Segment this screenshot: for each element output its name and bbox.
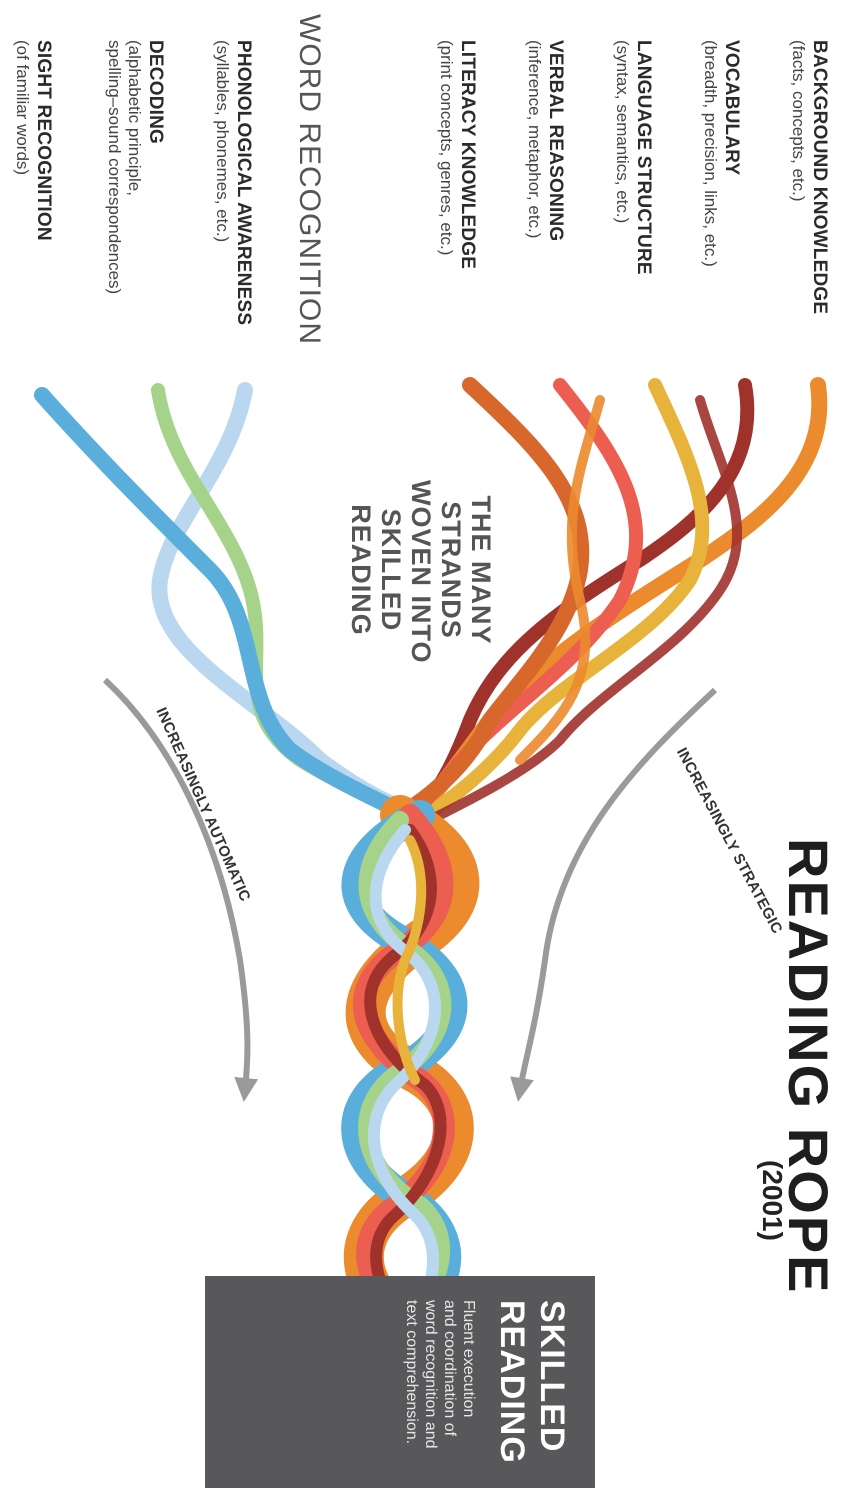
phonological-awareness-detail: (syllables, phonemes, etc.) [212,40,232,325]
decoding-title: DECODING [144,40,166,294]
background-knowledge-detail: (facts, concepts, etc.) [788,40,808,314]
strands-caption-line: STRANDS [436,480,466,660]
vocabulary-title: VOCABULARY [720,40,742,267]
phonological-awareness-title: PHONOLOGICAL AWARENESS [232,40,254,325]
strands-caption: THE MANY STRANDS WOVEN INTO SKILLED READ… [346,480,496,660]
label-sight-recognition: SIGHT RECOGNITION (of familiar words) [12,40,54,241]
strands-caption-line: READING [346,480,376,660]
label-vocabulary: VOCABULARY (breadth, precision, links, e… [700,40,742,267]
word-recognition-heading: WORD RECOGNITION [292,14,326,345]
skilled-reading-desc-line: text comprehension. [402,1300,421,1464]
decoding-detail-line1: (alphabetic principle, [124,40,144,294]
label-background-knowledge: BACKGROUND KNOWLEDGE (facts, concepts, e… [788,40,830,314]
year-label: (2001) [756,1160,788,1241]
label-language-structure: LANGUAGE STRUCTURE (syntax, semantics, e… [612,40,654,275]
skilled-reading-desc-line: Fluent execution [459,1300,478,1464]
label-verbal-reasoning: VERBAL REASONING (inference, metaphor, e… [524,40,566,241]
strands-caption-line: THE MANY [466,480,496,660]
sight-recognition-detail: (of familiar words) [12,40,32,241]
verbal-reasoning-title: VERBAL REASONING [544,40,566,241]
skilled-reading-desc-line: and coordination of [440,1300,459,1464]
background-knowledge-title: BACKGROUND KNOWLEDGE [808,40,830,314]
skilled-reading-desc-line: word recognition and [421,1300,440,1464]
sight-recognition-title: SIGHT RECOGNITION [32,40,54,241]
strands-caption-line: SKILLED [376,480,406,660]
label-literacy-knowledge: LITERACY KNOWLEDGE (print concepts, genr… [436,40,478,269]
label-phonological-awareness: PHONOLOGICAL AWARENESS (syllables, phone… [212,40,254,325]
vocabulary-detail: (breadth, precision, links, etc.) [700,40,720,267]
literacy-knowledge-detail: (print concepts, genres, etc.) [436,40,456,269]
skilled-reading-text: SKILLED READING Fluent execution and coo… [402,1300,572,1464]
decoding-detail-line2: spelling–sound correspondences) [104,40,124,294]
language-structure-detail: (syntax, semantics, etc.) [612,40,632,275]
verbal-reasoning-detail: (inference, metaphor, etc.) [524,40,544,241]
skilled-reading-title-line1: SKILLED [532,1300,572,1464]
label-decoding: DECODING (alphabetic principle, spelling… [104,40,166,294]
language-structure-title: LANGUAGE STRUCTURE [632,40,654,275]
skilled-reading-title-line2: READING [492,1300,532,1464]
strands-caption-line: WOVEN INTO [406,480,436,660]
literacy-knowledge-title: LITERACY KNOWLEDGE [456,40,478,269]
